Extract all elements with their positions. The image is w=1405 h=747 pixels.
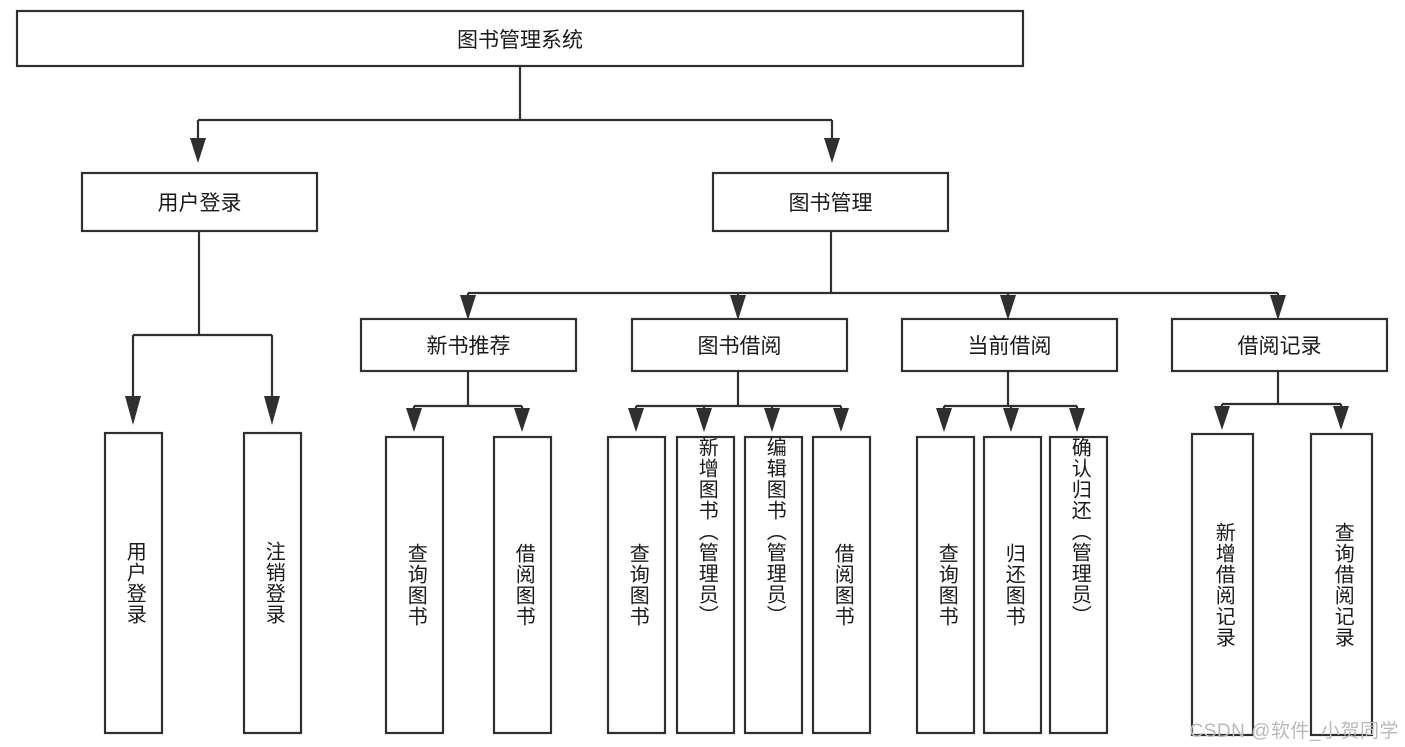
node-newbook[interactable] [359,317,578,373]
node-leaf-current-confirm[interactable] [1048,435,1109,735]
node-leaf-borrow-query[interactable] [606,435,667,735]
node-records[interactable] [1170,317,1389,373]
arrow-head-leaf-user-login [125,396,141,425]
arrow-head-current [1000,295,1016,320]
node-current[interactable] [900,317,1119,373]
node-leaf-borrow-lend[interactable] [811,435,872,735]
node-leaf-new-borrow[interactable] [492,435,553,735]
arrow-head-leaf-user-logout [264,396,280,425]
node-leaf-new-query[interactable] [384,435,445,735]
arrow-head-leaf-borrow-add [696,408,712,432]
node-leaf-current-query[interactable] [915,435,976,735]
node-leaf-borrow-edit[interactable] [743,435,804,735]
node-leaf-user-logout[interactable] [242,431,303,735]
arrow-head-leaf-borrow-lend [833,408,849,432]
arrow-head-leaf-current-query [936,408,952,432]
node-leaf-user-login[interactable] [103,431,164,735]
arrow-head-leaf-record-query [1333,406,1349,430]
arrow-head-borrow [730,295,746,320]
arrow-head-leaf-borrow-query [628,408,644,432]
node-leaf-current-return[interactable] [982,435,1043,735]
node-root[interactable] [15,9,1025,68]
arrow-head-newbook [460,295,476,320]
arrow-head-leaf-current-confirm [1069,408,1085,432]
arrow-head-bookmgmt [824,138,840,163]
arrow-head-leaf-new-query [406,408,422,432]
arrow-head-leaf-new-borrow [514,408,530,432]
node-leaf-borrow-add[interactable] [675,435,736,735]
arrow-head-leaf-record-add [1214,406,1230,430]
node-leaf-record-add[interactable] [1190,432,1255,737]
node-bookmgmt[interactable] [711,171,950,233]
arrow-head-leaf-borrow-edit [764,408,780,432]
arrow-head-records [1270,295,1286,320]
node-borrow[interactable] [630,317,849,373]
node-login[interactable] [80,171,319,233]
arrow-head-leaf-current-return [1003,408,1019,432]
arrow-head-login [190,138,206,163]
node-leaf-record-query[interactable] [1309,432,1374,737]
